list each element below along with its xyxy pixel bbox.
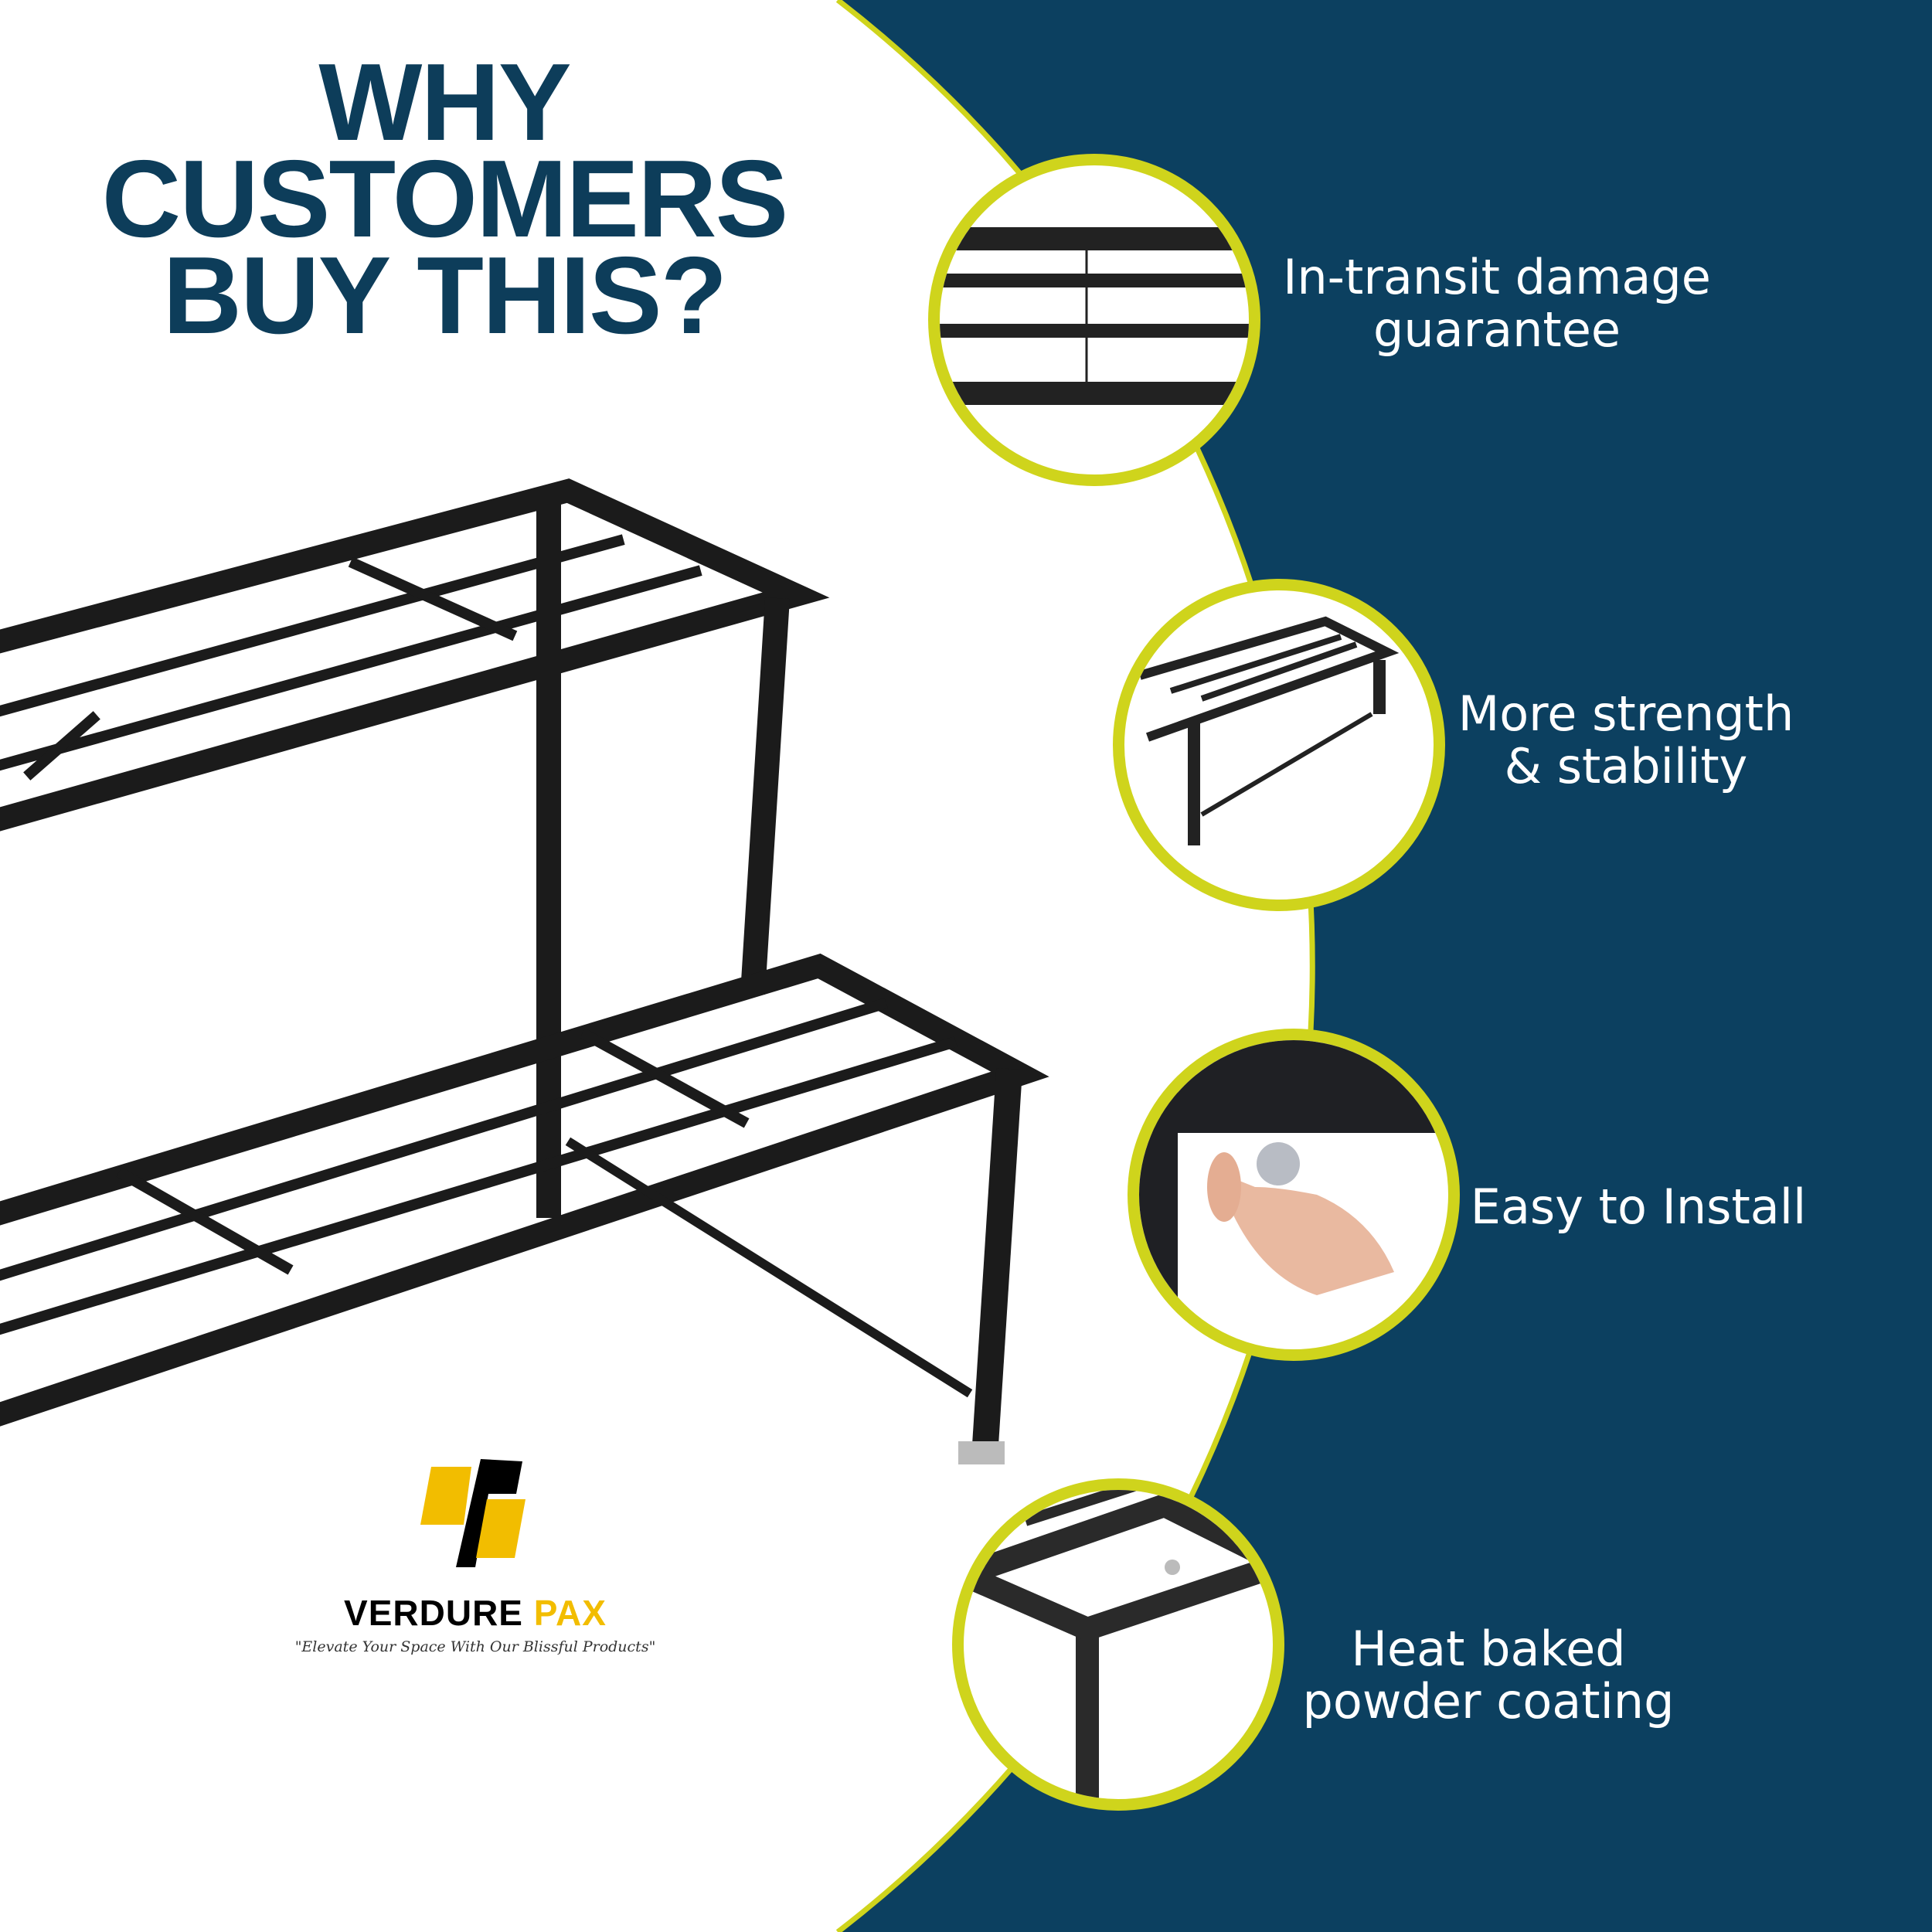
brand-logo: VERDURE PAX "Elevate Your Space With Our…: [294, 1453, 657, 1669]
foot-cap: [958, 1441, 1005, 1464]
feature-circle-strength: [1113, 579, 1445, 911]
feature-circle-transit: [928, 154, 1260, 486]
title-line-2: BUY THIS?: [162, 234, 728, 357]
logo-name: VERDURE PAX: [294, 1592, 657, 1634]
feature-circle-coating: [952, 1478, 1284, 1811]
feature-line: Easy to Install: [1470, 1179, 1807, 1235]
feature-line: In-transit damage: [1283, 249, 1711, 305]
feature-text-strength: More strength & stability: [1410, 688, 1842, 793]
wing-nut-hand-icon: [1139, 1040, 1448, 1349]
stand-corner-icon: [1138, 616, 1400, 845]
feature-line: & stability: [1504, 738, 1748, 794]
feature-line: powder coating: [1302, 1673, 1675, 1730]
feature-text-coating: Heat baked powder coating: [1272, 1623, 1705, 1728]
coated-frame-icon: [964, 1490, 1273, 1799]
feature-text-transit: In-transit damage guarantee: [1281, 251, 1713, 356]
title-line-1: WHY CUSTOMERS: [101, 41, 789, 260]
logo-name-part2: PAX: [533, 1593, 607, 1633]
logo-mark-icon: [420, 1459, 526, 1567]
feature-text-install: Easy to Install: [1422, 1181, 1855, 1233]
logo-name-part1: VERDURE: [344, 1593, 523, 1633]
feature-line: More strength: [1458, 685, 1794, 742]
feature-line: guarantee: [1372, 301, 1621, 358]
feature-line: Heat baked: [1351, 1621, 1626, 1677]
grid-bars-icon: [940, 227, 1249, 405]
logo-tagline: "Elevate Your Space With Our Blissful Pr…: [294, 1638, 656, 1655]
feature-circle-install: [1128, 1029, 1460, 1361]
page-title: WHY CUSTOMERS BUY THIS?: [0, 41, 889, 357]
plant-stand-image: [0, 478, 1049, 1464]
